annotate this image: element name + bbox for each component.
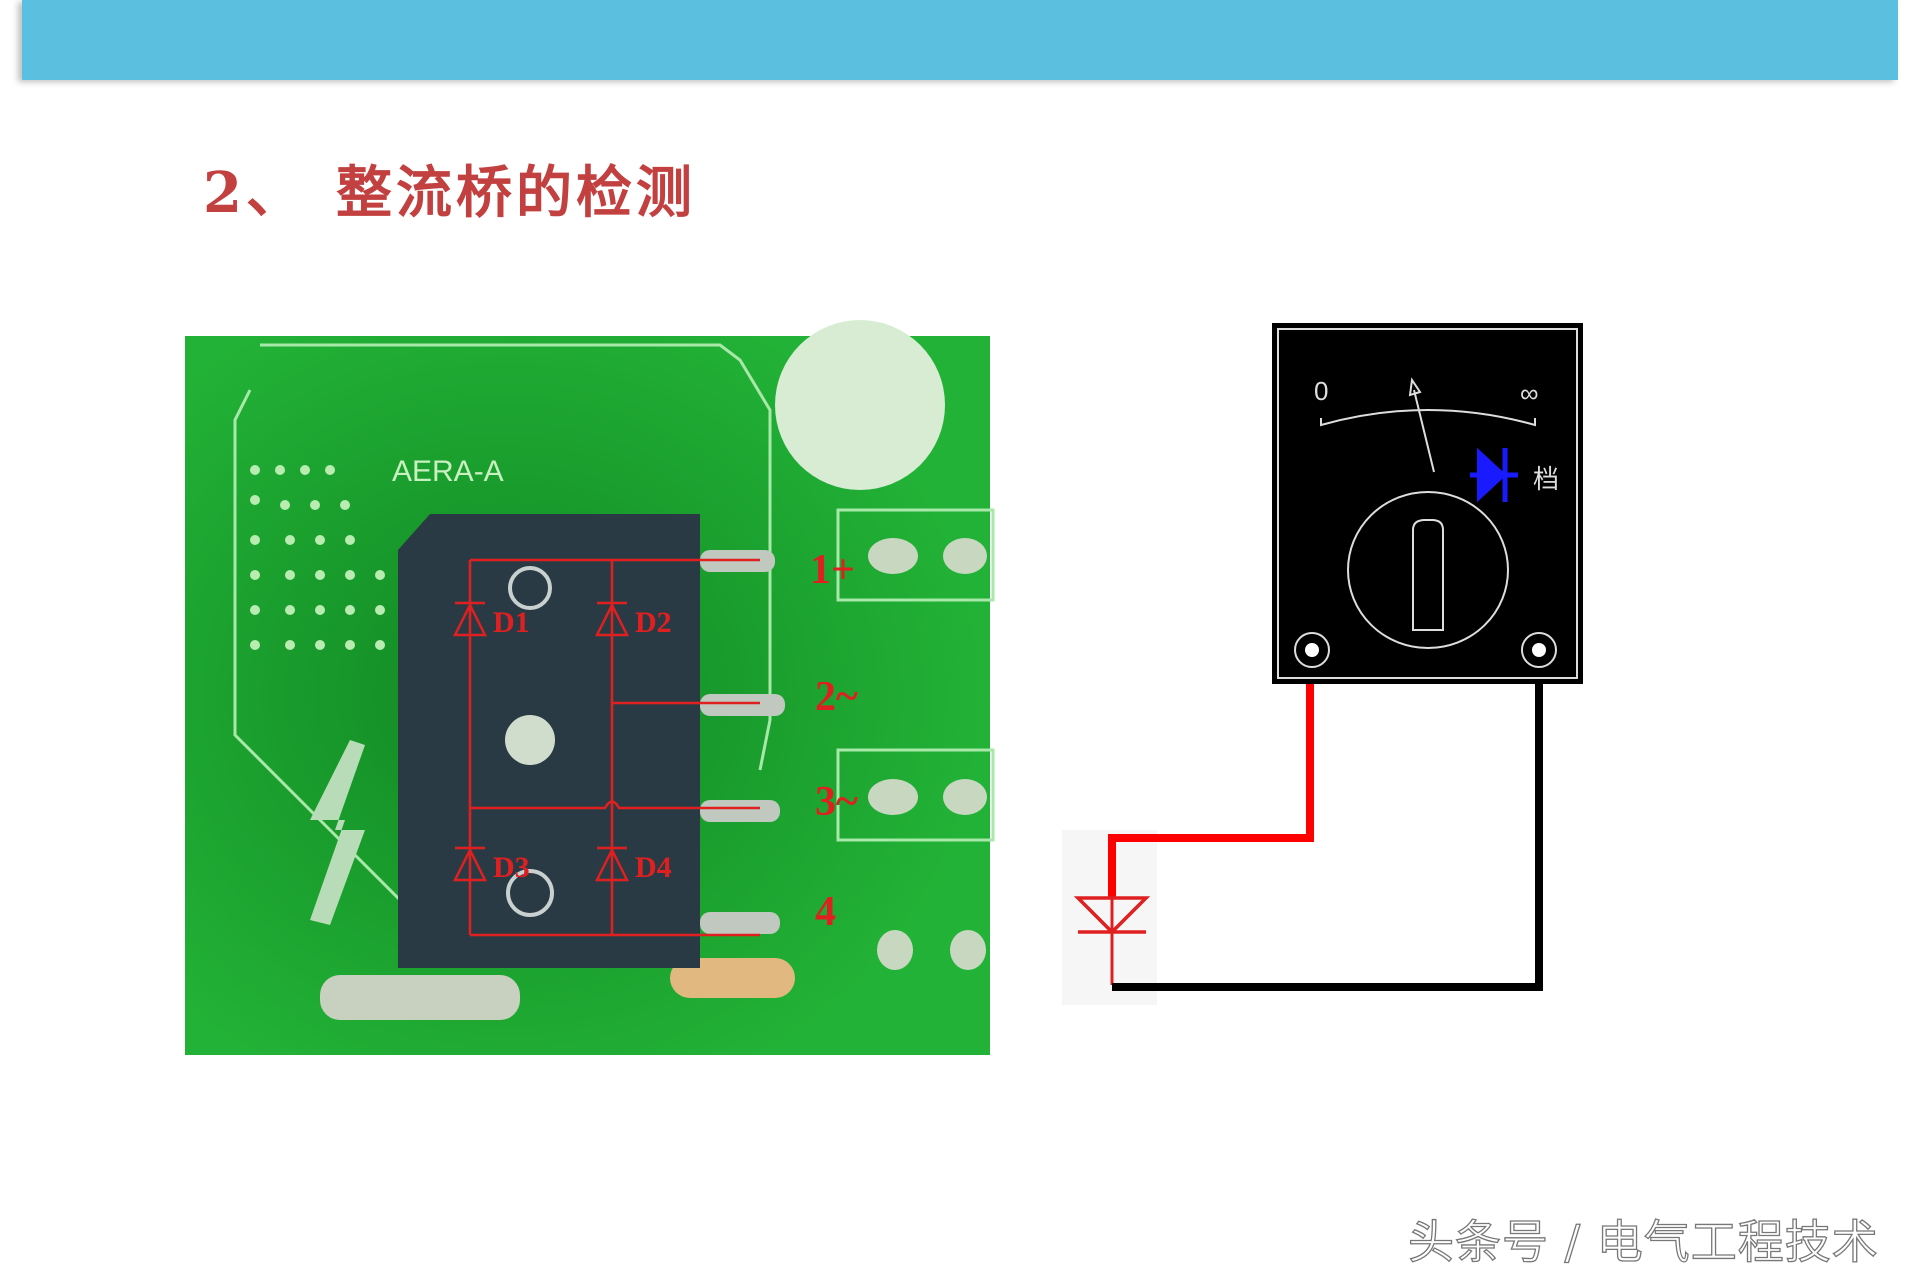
range-knob[interactable] <box>1347 491 1509 649</box>
diode-label-d2: D2 <box>635 606 672 639</box>
diode-label-d4: D4 <box>635 851 672 884</box>
diode-d2-symbol <box>594 601 630 637</box>
red-test-lead <box>1108 660 1314 898</box>
scale-min-label: 0 <box>1314 376 1328 406</box>
diode-d1-symbol <box>452 601 488 637</box>
diode-under-test-icon <box>1073 896 1151 935</box>
negative-terminal[interactable] <box>1521 632 1557 668</box>
watermark: 头条号 / 电气工程技术 <box>1407 1214 1879 1269</box>
meter-scale <box>1320 409 1536 427</box>
pin-label-3: 3~ <box>815 779 858 825</box>
pin-label-4: 4 <box>815 889 836 935</box>
diode-d4-symbol <box>594 846 630 882</box>
test-circuit <box>1062 660 1543 1005</box>
page-title: 2、整流桥的检测 <box>203 148 726 229</box>
header-bar <box>22 0 1898 80</box>
black-test-lead <box>1112 660 1543 991</box>
board-marking: AERA-A <box>392 455 504 488</box>
title-number: 2、 <box>203 160 306 226</box>
range-label: 档 <box>1533 465 1559 495</box>
diode-d3-symbol <box>452 846 488 882</box>
scale-max-label: ∞ <box>1520 378 1539 408</box>
title-text: 整流桥的检测 <box>335 160 696 226</box>
positive-terminal[interactable] <box>1294 632 1330 668</box>
multimeter: 0 ∞ 档 <box>1272 323 1583 684</box>
knob-pointer <box>1412 519 1444 631</box>
pin-label-1: 1+ <box>810 547 855 593</box>
mounting-pad <box>775 320 945 490</box>
high-voltage-icon <box>310 740 365 925</box>
via-dots <box>250 465 385 650</box>
pcb-photo: AERA-A D1 D2 D <box>185 320 995 1055</box>
meter-needle <box>1408 377 1435 473</box>
diode-label-d3: D3 <box>493 851 530 884</box>
diode-label-d1: D1 <box>493 606 530 639</box>
pin-label-2: 2~ <box>815 674 858 720</box>
bridge-schematic-overlay <box>452 558 760 937</box>
diode-range-icon <box>1470 447 1518 503</box>
